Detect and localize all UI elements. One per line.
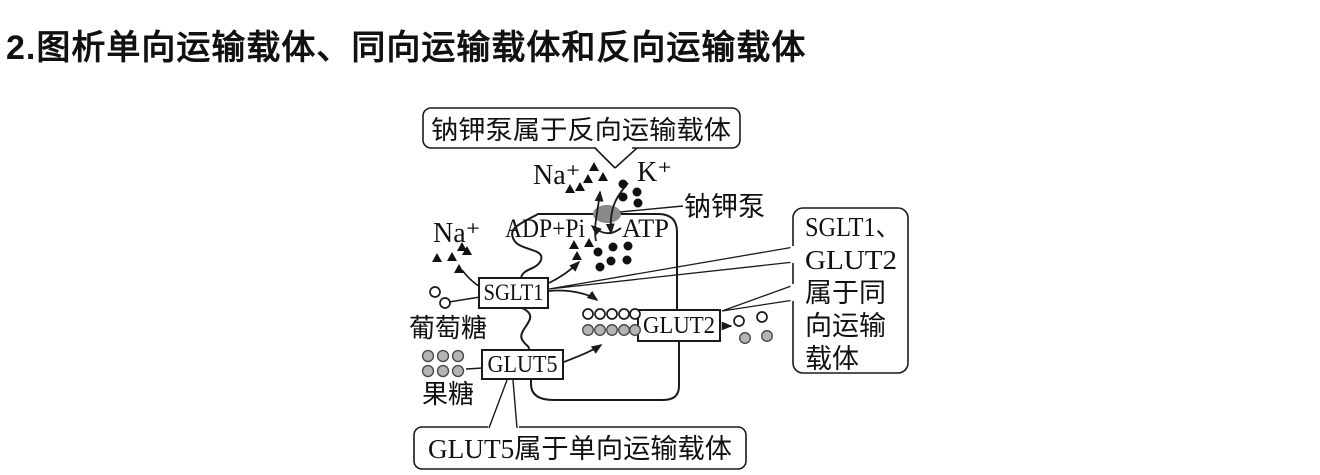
sodium-to-sglt1-line [461,269,481,288]
transporter-glut5: GLUT5 [481,349,564,380]
symport-callout-wedge-lines [548,246,795,312]
potassium-label-top: K⁺ [637,157,672,188]
sodium-particles-intracellular [569,238,594,260]
connector-lines [448,205,795,370]
sodium-potassium-pump [593,205,621,223]
fructose-to-glut5-line [465,367,484,370]
glut5-label: GLUT5 [488,352,558,378]
symport-callout-line5: 载体 [805,344,859,374]
adp-pi-label: ADP+Pi [505,214,585,243]
pump-label-pointer-line [619,205,684,213]
symport-callout: SGLT1、 GLUT2 属于同 向运输 载体 [790,207,909,374]
sglt1-sodium-in-arrow [548,260,581,284]
uniport-callout: GLUT5属于单向运输载体 [413,379,747,470]
page-title: 2.图析单向运输载体、同向运输载体和反向运输载体 [6,29,807,67]
sodium-particles-extracellular-left [432,242,472,273]
na-efflux-arrow [594,190,604,242]
atp-label: ATP [622,214,669,243]
fructose-particles-extracellular [421,349,465,378]
sglt1-label: SGLT1 [484,280,544,305]
fructose-particles-intracellular [582,324,641,336]
glucose-to-sglt1-line [448,296,481,303]
symport-callout-line1: SGLT1、 [805,212,900,242]
symport-callout-line4: 向运输 [805,311,886,341]
sodium-label-top: Na⁺ [533,160,580,191]
fructose-label: 果糖 [422,380,474,409]
sodium-particles-extracellular-top [565,162,608,193]
transporter-glut2: GLUT2 [637,309,721,342]
symport-callout-line3: 属于同 [805,278,886,308]
antiport-callout: 钠钾泵属于反向运输载体 [422,107,741,169]
glucose-label: 葡萄糖 [409,314,487,343]
symport-callout-line2: GLUT2 [805,245,897,275]
uniport-callout-text: GLUT5属于单向运输载体 [428,434,732,464]
glut2-label: GLUT2 [643,313,715,339]
sodium-label-left: Na⁺ [433,218,480,249]
sglt1-glucose-in-arrow [548,289,599,301]
antiport-callout-text: 钠钾泵属于反向运输载体 [431,116,731,145]
glucose-particles-intracellular [582,308,641,320]
pump-label: 钠钾泵 [684,192,765,222]
atp-to-adp-arrow [590,224,622,236]
potassium-particles-extracellular-top [618,179,643,208]
sugar-particles-exported [733,311,773,344]
cell-membrane [511,213,680,401]
glut5-fructose-in-arrow [563,344,603,363]
glucose-particles-extracellular [429,286,451,309]
potassium-particles-intracellular [593,241,633,272]
transporter-sglt1: SGLT1 [478,277,549,309]
